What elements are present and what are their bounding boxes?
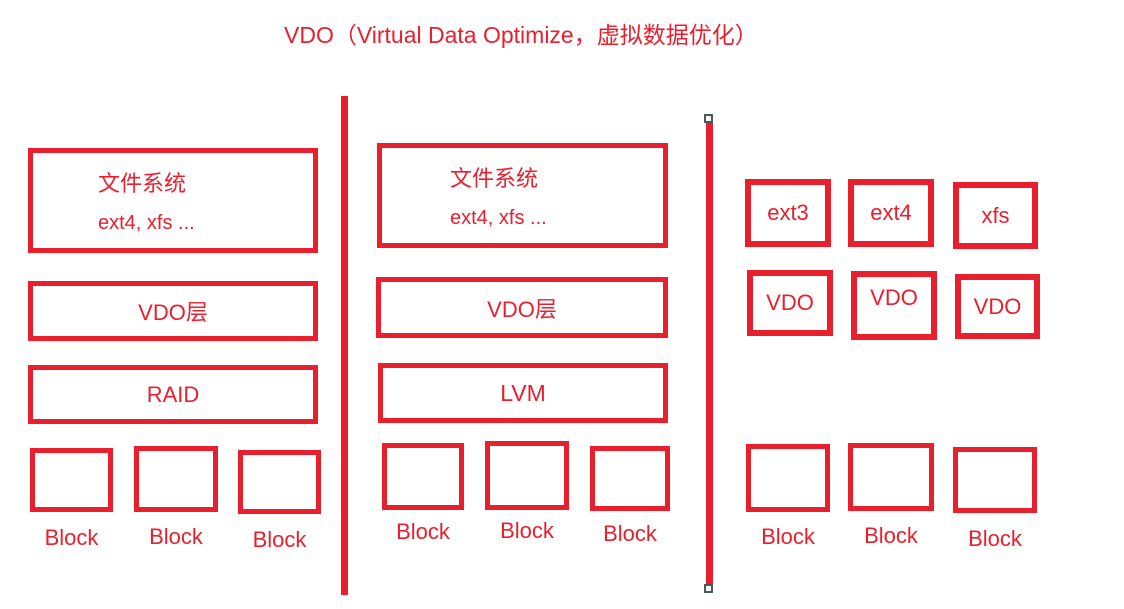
selection-handle-bottom[interactable] [704,584,713,593]
block-label: Block [252,527,307,552]
filesystem-box-raid-stack: 文件系统 ext4, xfs ... [28,148,318,253]
xfs-box: xfs [953,182,1038,249]
block-label: Block [864,523,918,548]
raid-box: RAID [28,365,318,424]
block-label: Block [149,524,203,549]
block-box [134,446,218,512]
filesystem-text: 文件系统 ext4, xfs ... [98,171,195,235]
block-box [953,447,1037,513]
vdo-layer-box-raid-stack: VDO层 [28,281,318,341]
diagram-title: VDO（Virtual Data Optimize，虚拟数据优化） [284,22,758,48]
vdo-box: VDO [747,270,833,336]
block-box [485,441,569,510]
block-label: Block [603,521,657,546]
vdo-label: VDO [870,285,918,310]
block-box [590,446,670,511]
vdo-box: VDO [955,274,1040,339]
column-divider-line-selected[interactable] [706,122,713,584]
block-box [848,443,934,511]
raid-label: RAID [146,381,200,407]
vdo-label: VDO [973,293,1022,319]
filesystem-subtitle: ext4, xfs ... [98,212,195,234]
block-box [238,450,321,514]
filesystem-title: 文件系统 [98,171,187,196]
filesystem-title: 文件系统 [450,166,539,191]
block-label: Block [968,526,1022,551]
lvm-label: LVM [500,379,546,406]
xfs-label: xfs [981,202,1010,228]
vdo-layer-label: VDO层 [138,300,208,325]
column-divider-line [341,96,348,595]
ext3-box: ext3 [745,179,831,247]
block-label: Block [500,518,554,543]
block-box [746,444,830,512]
vdo-layer-label: VDO层 [487,296,557,322]
ext3-label: ext3 [767,200,809,225]
filesystem-box-lvm-stack: 文件系统 ext4, xfs ... [377,143,668,248]
block-box [30,448,113,512]
ext4-box: ext4 [848,179,934,247]
selection-handle-top[interactable] [704,114,713,123]
vdo-box: VDO [851,271,937,340]
vdo-label: VDO [766,290,814,315]
block-box [382,443,464,510]
block-label: Block [396,519,450,544]
block-label: Block [44,525,99,550]
ext4-label: ext4 [870,200,912,225]
vdo-layer-box-lvm-stack: VDO层 [376,277,668,338]
filesystem-text: 文件系统 ext4, xfs ... [450,166,547,230]
filesystem-subtitle: ext4, xfs ... [450,207,547,229]
block-label: Block [761,524,815,549]
lvm-box: LVM [378,363,668,423]
